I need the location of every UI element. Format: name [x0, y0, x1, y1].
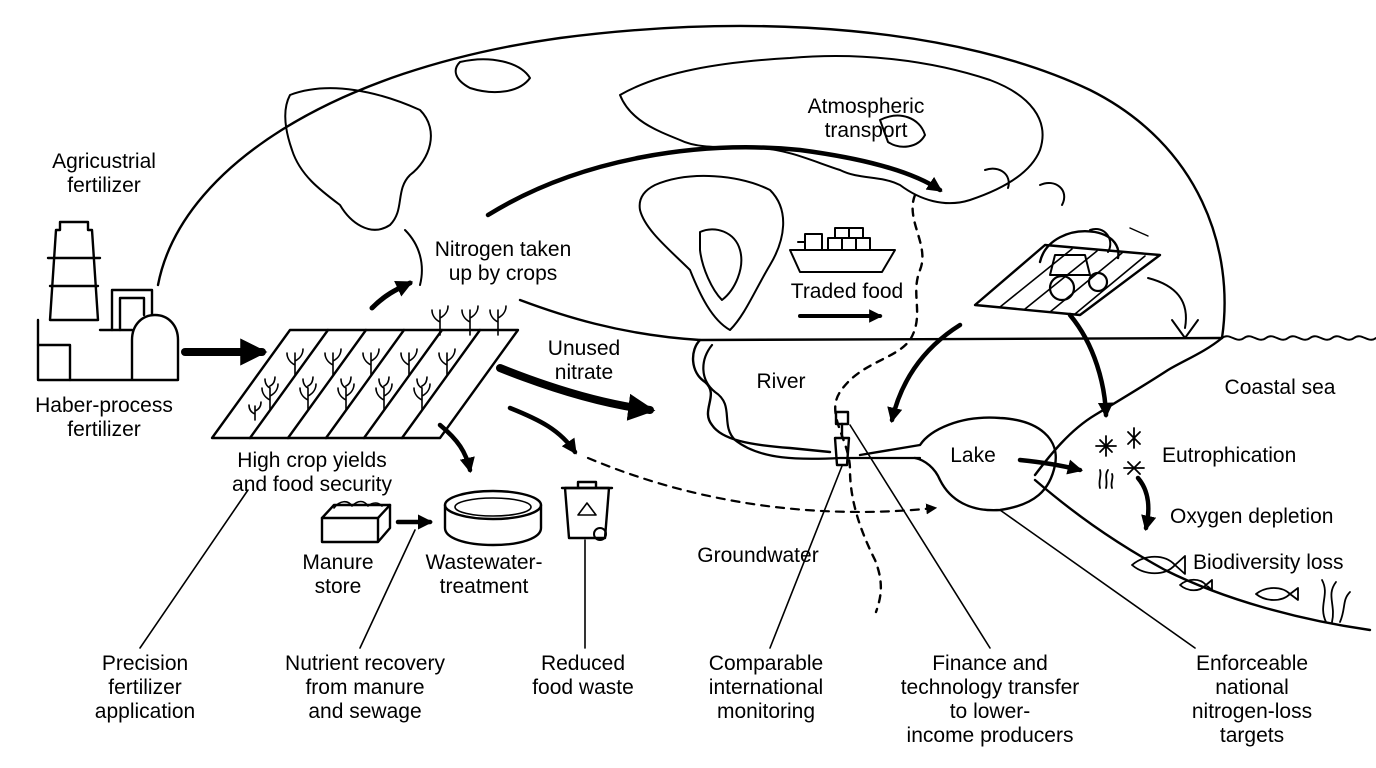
- unused-nitrate-arrow: [496, 364, 656, 421]
- globe-horizon: [518, 298, 1224, 342]
- label-finance-technology: Finance and technology transfer to lower…: [900, 652, 1080, 747]
- label-eutrophication: Eutrophication: [1162, 444, 1297, 467]
- label-groundwater: Groundwater: [697, 544, 819, 567]
- farm-to-sea-arrow: [1067, 312, 1114, 419]
- label-oxygen-depletion: Oxygen depletion: [1170, 505, 1334, 528]
- eutrophication-to-oxygen-arrow: [1135, 475, 1157, 531]
- globe-outline: [156, 24, 1226, 340]
- dashed-boundary: [834, 193, 924, 614]
- leader-precision: [139, 489, 249, 649]
- label-wastewater-treatment: Wastewater- treatment: [425, 551, 543, 598]
- label-biodiversity-loss: Biodiversity loss: [1193, 551, 1344, 574]
- leader-finance: [849, 424, 991, 649]
- to-wastewater-arrow: [437, 422, 475, 473]
- label-atmospheric-transport: Atmospheric transport: [807, 95, 925, 142]
- label-traded-food: Traded food: [790, 280, 904, 303]
- farm-to-lake-arrow: [887, 322, 963, 423]
- world-map: [284, 55, 1112, 331]
- coastline: [691, 338, 832, 454]
- lake-to-eutrophication-arrow: [1017, 457, 1083, 475]
- crop-field-icon: [210, 305, 520, 440]
- wavy-sea-surface: [1221, 335, 1376, 341]
- algae-icon: [1095, 427, 1145, 489]
- coastal-sea-shore: [1033, 336, 1224, 477]
- leader-nutrient: [359, 529, 416, 649]
- manure-store-icon: [320, 500, 392, 544]
- label-manure-store: Manure store: [302, 551, 374, 598]
- leader-monitoring: [769, 465, 843, 649]
- atmospheric-transport-arrow: [485, 145, 943, 218]
- to-food-waste-arrow: [507, 405, 578, 455]
- seaweed-icon: [1321, 579, 1351, 623]
- groundwater-flow: [586, 456, 938, 515]
- leader-targets: [999, 509, 1196, 649]
- label-nutrient-recovery: Nutrient recovery from manure and sewage: [285, 652, 445, 723]
- label-haber-process-fertilizer: Haber-process fertilizer: [35, 394, 173, 441]
- label-coastal-sea: Coastal sea: [1224, 376, 1336, 399]
- label-comparable-monitoring: Comparable international monitoring: [708, 652, 824, 723]
- fish-icon: [1131, 555, 1299, 601]
- recycling-bin-icon: [560, 480, 614, 541]
- factory-icon: [36, 220, 180, 382]
- river: [702, 343, 922, 460]
- label-precision-fertilizer: Precision fertilizer application: [94, 652, 196, 723]
- wastewater-tank-icon: [443, 489, 543, 547]
- label-high-crop-yields: High crop yields and food security: [232, 449, 392, 496]
- cargo-ship-icon: [789, 227, 896, 273]
- field-outflow-arrow: [1147, 277, 1187, 329]
- label-agricustrial-fertilizer: Agricustrial fertilizer: [52, 150, 156, 197]
- monitoring-station-icon: [833, 410, 851, 467]
- label-enforceable-targets: Enforceable national nitrogen-loss targe…: [1191, 652, 1313, 747]
- nitrogen-uptake-arrow: [369, 280, 414, 311]
- label-lake: Lake: [950, 444, 996, 467]
- tractor-icon: [973, 227, 1162, 317]
- label-nitrogen-taken-up: Nitrogen taken up by crops: [434, 238, 572, 285]
- label-unused-nitrate: Unused nitrate: [547, 337, 621, 384]
- label-river: River: [756, 370, 806, 393]
- label-reduced-food-waste: Reduced food waste: [532, 652, 634, 699]
